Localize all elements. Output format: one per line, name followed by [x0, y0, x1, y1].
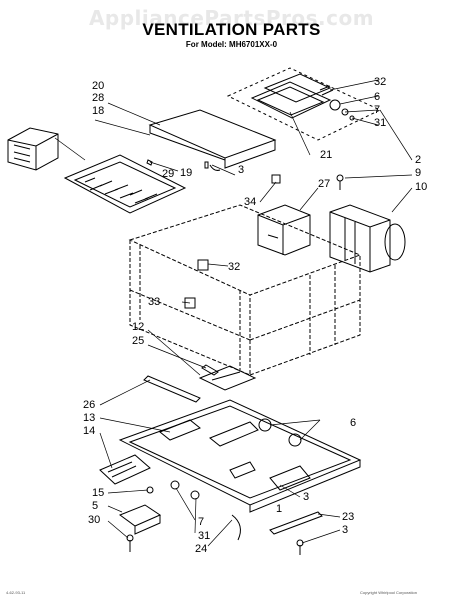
callout-24: 24 — [195, 543, 207, 555]
model-subtitle: For Model: MH6701XX-0 — [185, 40, 278, 49]
lamp-cover-part — [99, 454, 151, 485]
callout-30: 30 — [88, 514, 100, 526]
connector-parts — [184, 174, 281, 309]
callout-7-top: 7 — [374, 104, 380, 116]
callout-6-bottom: 6 — [350, 417, 356, 429]
callout-3-top: 3 — [238, 164, 244, 176]
hardware-parts — [126, 480, 323, 555]
page-title: VENTILATION PARTS — [142, 20, 321, 39]
cabinet-frame — [128, 204, 362, 376]
callout-18: 18 — [92, 105, 104, 117]
damper-assembly-part — [226, 67, 382, 141]
callout-28: 28 — [92, 92, 104, 104]
callout-21: 21 — [320, 149, 332, 161]
callout-5: 5 — [92, 500, 98, 512]
callout-32-mid: 32 — [228, 261, 240, 273]
filter-panel-part — [63, 154, 187, 214]
callout-23: 23 — [342, 511, 354, 523]
callout-31-bottom: 31 — [198, 530, 210, 542]
exhaust-duct-part — [329, 204, 406, 273]
watermark: AppliancePartsPros.com — [88, 6, 375, 30]
callout-25: 25 — [132, 335, 144, 347]
callout-13: 13 — [83, 412, 95, 424]
callout-2: 2 — [415, 154, 421, 166]
grille-part — [7, 127, 59, 171]
bottom-plate-part — [118, 399, 362, 513]
callout-10: 10 — [415, 181, 427, 193]
footer: 4-62-93-11 Copyright Whirlpool Corporati… — [6, 590, 417, 595]
footer-right: Copyright Whirlpool Corporation — [360, 590, 417, 595]
callout-7-bottom: 7 — [198, 516, 204, 528]
callout-32-top: 32 — [374, 76, 386, 88]
leader-lines — [54, 79, 413, 547]
screw-parts — [146, 159, 344, 190]
fan-housing-part — [257, 204, 311, 256]
filter-insert-part — [198, 365, 257, 391]
callout-6-top: 6 — [374, 91, 380, 103]
callout-34: 34 — [244, 196, 256, 208]
callout-14: 14 — [83, 425, 95, 437]
footer-left: 4-62-93-11 — [6, 590, 26, 595]
callout-9: 9 — [415, 167, 421, 179]
rod-part — [143, 364, 219, 403]
callout-20: 20 — [92, 80, 104, 92]
socket-part — [118, 504, 162, 535]
callout-33: 33 — [148, 296, 160, 308]
vent-plate-part — [148, 109, 277, 171]
callout-19: 19 — [180, 167, 192, 179]
callout-15: 15 — [92, 487, 104, 499]
callout-27: 27 — [318, 178, 330, 190]
callout-26: 26 — [83, 399, 95, 411]
callout-3-inner: 3 — [303, 491, 309, 503]
callout-3-bottom: 3 — [342, 524, 348, 536]
callout-labels: 20 28 18 32 6 7 31 21 3 19 29 2 9 10 27 … — [83, 76, 427, 555]
callout-1: 1 — [276, 503, 282, 515]
callout-29: 29 — [162, 168, 174, 180]
callout-31-top: 31 — [374, 117, 386, 129]
callout-12: 12 — [132, 321, 144, 333]
